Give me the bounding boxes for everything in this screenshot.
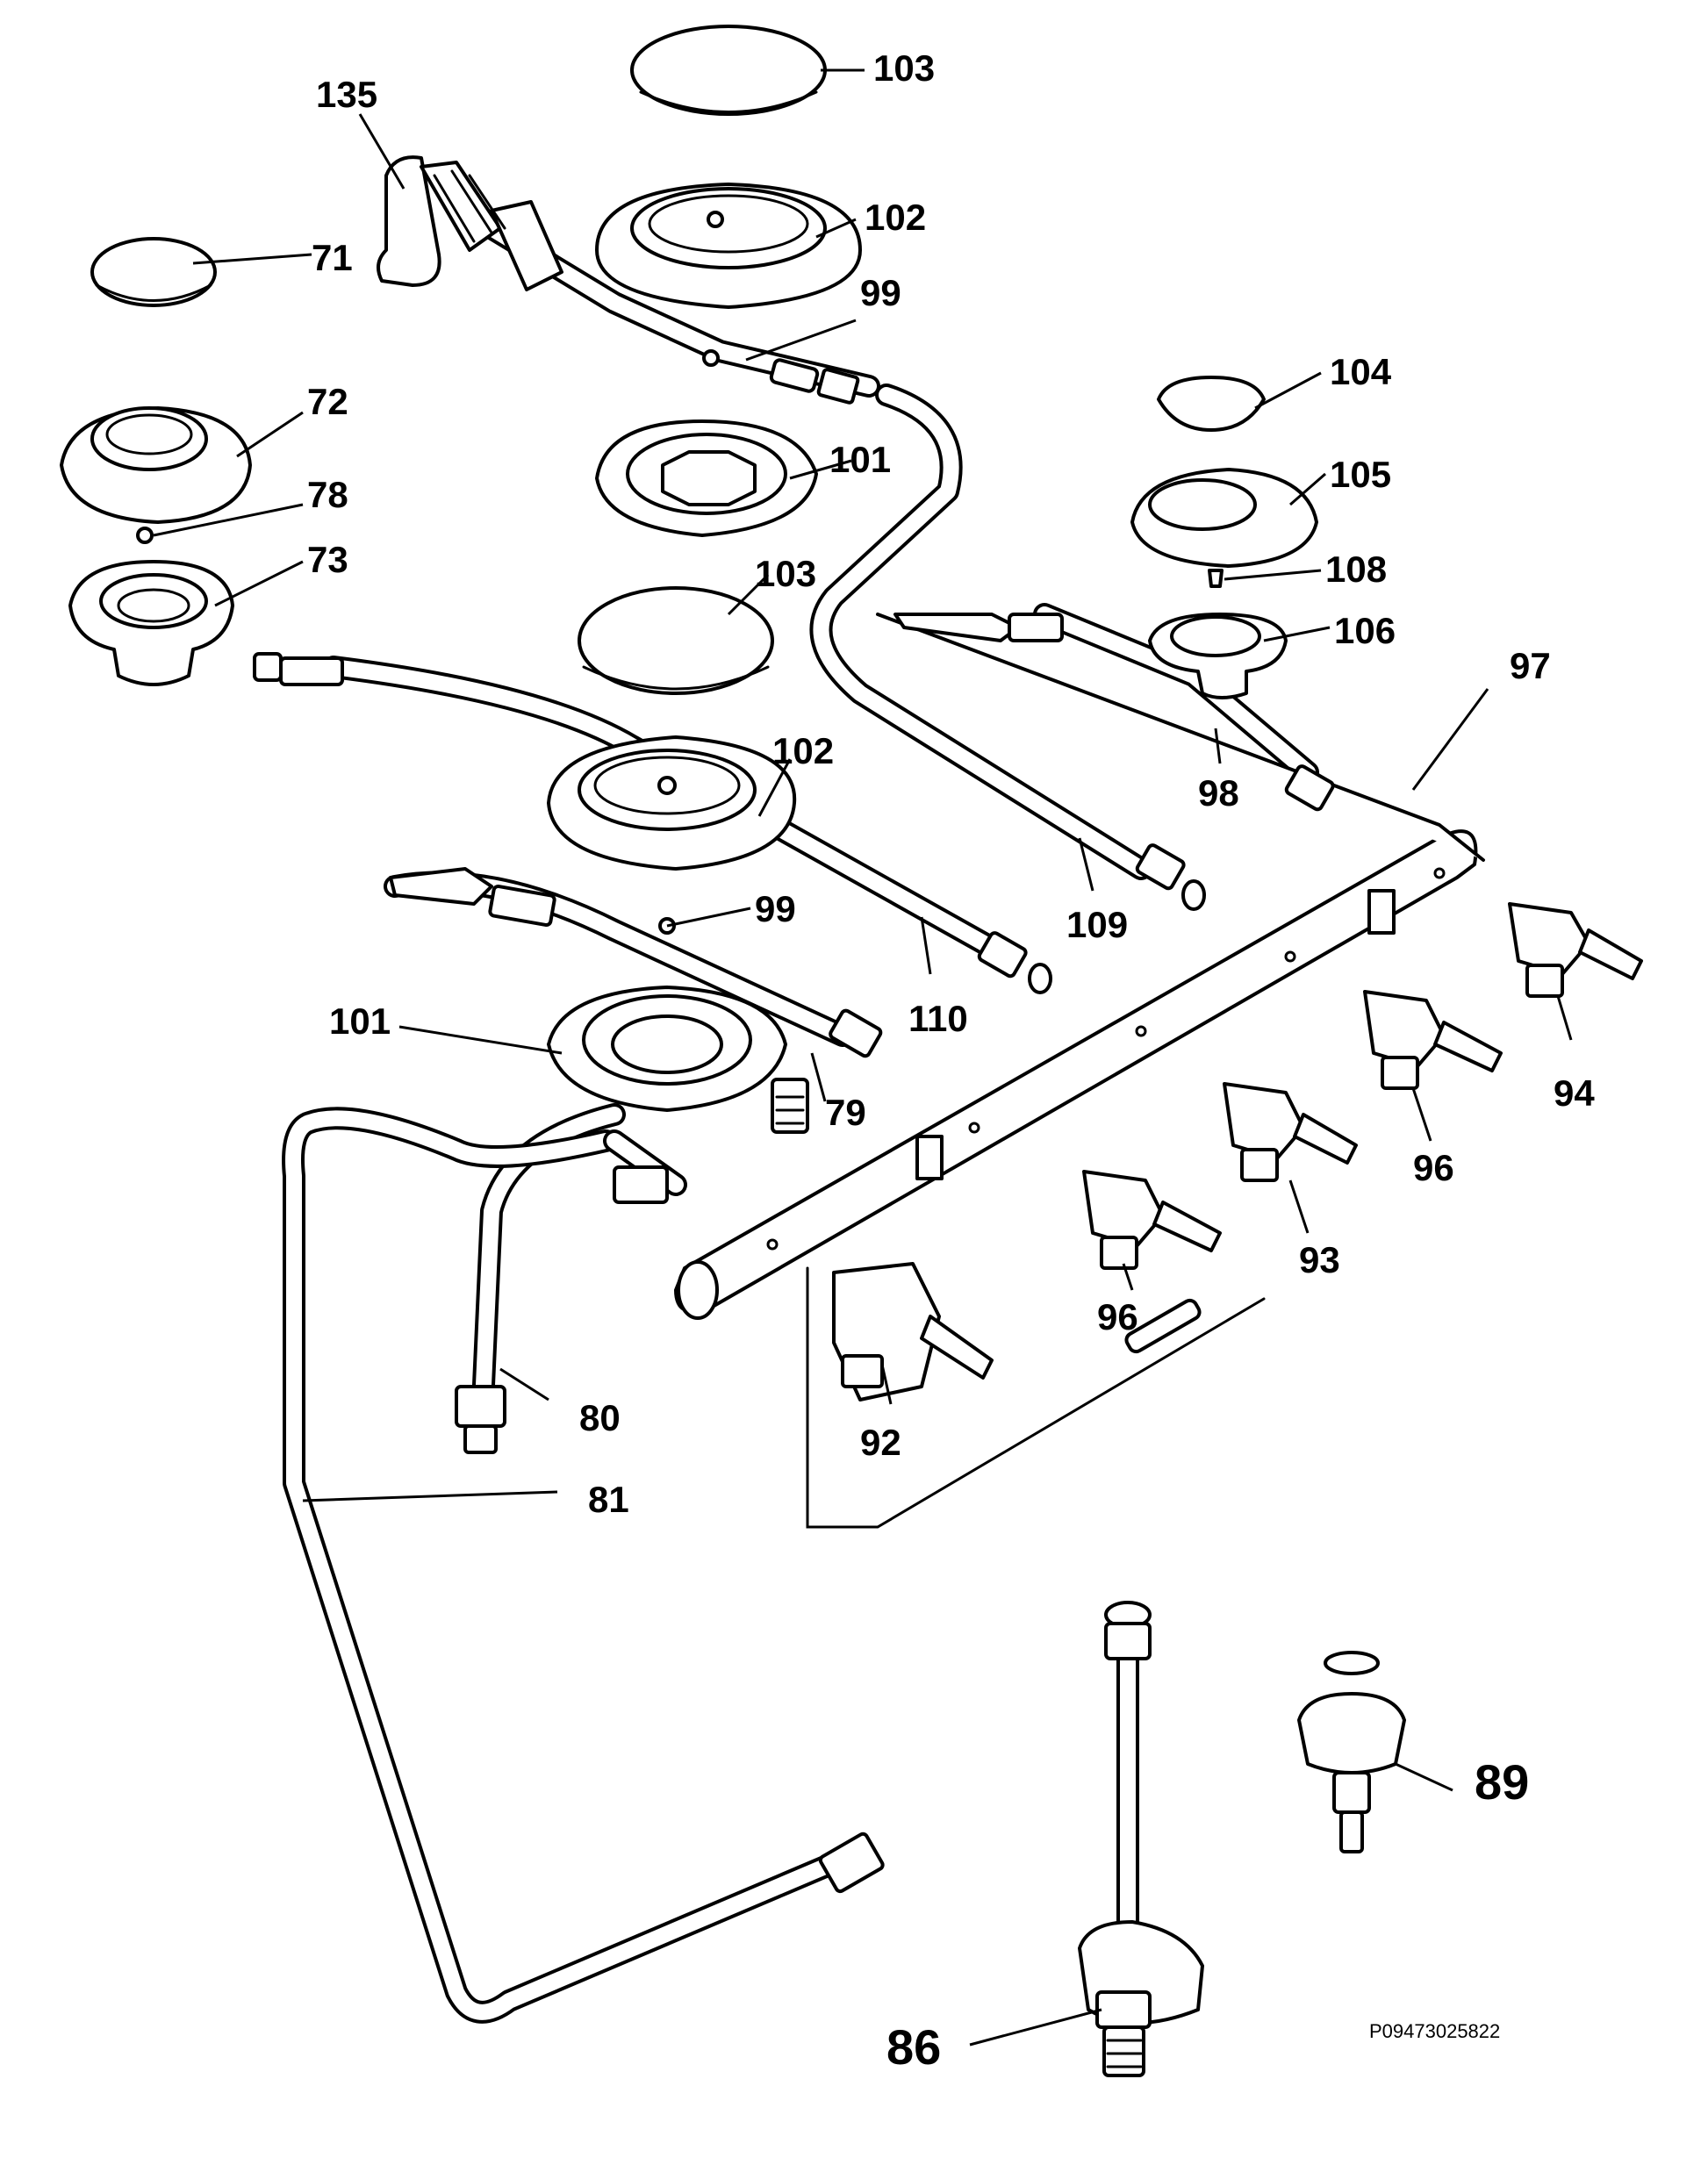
gas-tap-92 [806,1262,1266,1529]
gas-tap-96-left [1082,1170,1222,1270]
connector-89 [1297,1651,1406,1853]
label-103-middle: 103 [755,553,816,594]
label-92: 92 [860,1422,901,1463]
label-102-middle: 102 [772,730,834,771]
burner-crown-72 [60,406,252,524]
label-80: 80 [579,1397,621,1438]
label-98: 98 [1198,772,1239,814]
gas-inlet-86 [1078,1601,1204,2077]
label-73: 73 [307,539,348,580]
burner-base-101-top [595,419,818,537]
label-101-lower: 101 [329,1000,391,1042]
label-108: 108 [1325,548,1387,590]
drawing-code: P09473025822 [1369,2020,1500,2042]
label-81: 81 [588,1479,629,1520]
label-78: 78 [307,474,348,515]
manifold-bar-97 [674,613,1485,1320]
label-101-top: 101 [829,439,891,480]
burner-cap-103-middle [578,586,774,695]
burner-base-73 [68,560,234,686]
leader-lines [153,68,1573,2047]
burner-base-101-lower [547,986,787,1112]
burner-crown-102-middle [547,735,797,871]
burner-crown-105 [1130,468,1318,568]
label-93: 93 [1299,1239,1340,1280]
burner-cap-104 [1157,376,1266,432]
gas-tap-96-right [1363,990,1503,1090]
label-106: 106 [1334,610,1396,651]
label-86: 86 [886,2019,941,2075]
label-135: 135 [316,74,377,115]
label-94: 94 [1554,1072,1595,1114]
burner-cap-71 [90,237,217,307]
gas-tap-93 [1223,1082,1358,1182]
injector-108 [1208,569,1224,588]
label-105: 105 [1330,454,1391,495]
burner-cap-103-top [630,25,827,116]
label-102-top: 102 [865,197,926,238]
thermocouple-connectors [253,349,1335,1894]
label-79: 79 [825,1092,866,1133]
part-labels: 103 135 102 71 99 104 72 101 105 78 73 1… [307,47,1595,2075]
label-109: 109 [1066,904,1128,945]
label-72: 72 [307,381,348,422]
label-103-top: 103 [873,47,935,89]
elbow-connector-135 [377,155,563,291]
label-99-top: 99 [860,272,901,313]
label-97: 97 [1510,645,1551,686]
gas-pipes [282,217,1319,2024]
label-96-left: 96 [1097,1296,1138,1337]
label-71: 71 [312,237,353,278]
gas-tap-94 [1508,902,1643,998]
label-99-lower: 99 [755,888,796,929]
label-89: 89 [1475,1754,1529,1810]
screw-78 [136,527,154,544]
burner-crown-102-top [595,183,862,309]
label-96-right: 96 [1413,1147,1454,1188]
burner-base-106 [1148,613,1288,699]
label-110: 110 [908,998,968,1039]
label-104: 104 [1330,351,1392,392]
